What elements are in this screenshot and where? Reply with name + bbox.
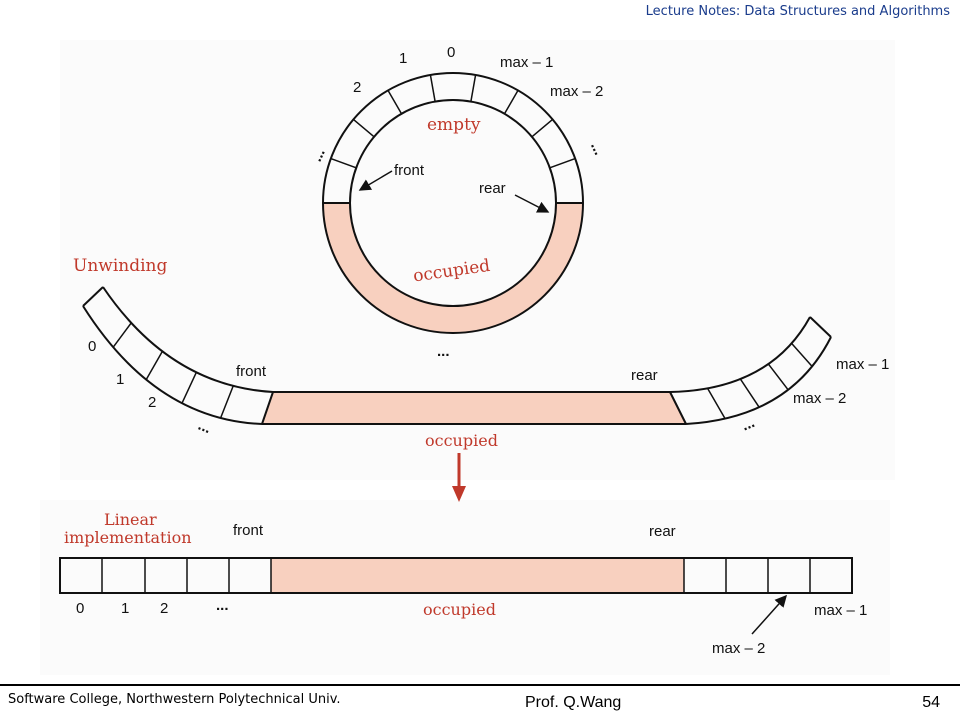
unwound-cell-divider	[181, 372, 198, 404]
transform-arrow-head	[452, 486, 466, 502]
linear-title-line1: Linear	[104, 510, 157, 529]
ring-cell-divider	[352, 118, 375, 138]
lecture-title: Lecture Notes: Data Structures and Algor…	[645, 4, 950, 19]
ring-rear-arrow	[514, 194, 550, 213]
unwound-right-end-cap	[809, 316, 832, 338]
unwound-cell-divider	[739, 378, 760, 408]
unwound-left-end-cap	[82, 286, 104, 307]
unwound-left-arc-outer	[82, 305, 263, 425]
ring-cell-divider	[531, 118, 554, 138]
ring-occupied-half	[323, 203, 583, 333]
linear-array	[59, 557, 853, 594]
ring-bottom-ellipsis: ...	[437, 343, 450, 360]
unwound-index-0: 0	[88, 338, 96, 355]
footer-institution: Software College, Northwestern Polytechn…	[8, 692, 341, 707]
linear-index-1: 1	[121, 600, 129, 617]
unwound-right-arc-inner	[669, 316, 811, 393]
unwound-index-2: 2	[148, 394, 156, 411]
unwound-max2-label: max – 2	[793, 390, 846, 407]
unwound-front-label: front	[236, 363, 267, 380]
unwound-cell-divider	[767, 363, 789, 391]
linear-max2-label: max – 2	[712, 640, 765, 657]
linear-max2-arrow	[751, 594, 788, 635]
linear-occupied-region	[271, 558, 684, 593]
footer-author: Prof. Q.Wang	[525, 694, 622, 711]
ring-cell-divider	[429, 74, 436, 102]
unwound-right-ellipsis: ...	[739, 414, 757, 434]
unwound-right-arc-outer	[685, 336, 832, 425]
linear-index-2: 2	[160, 600, 168, 617]
unwinding-title: Unwinding	[73, 256, 167, 276]
circular-queue-diagram: 2 1 0 max – 1 max – 2 empty occupied fro…	[59, 44, 890, 657]
unwound-rear-boundary	[669, 391, 687, 425]
unwound-rear-label: rear	[631, 367, 658, 384]
ring-index-1: 1	[399, 50, 407, 67]
linear-rear-label: rear	[649, 523, 676, 540]
unwound-left-ellipsis: ...	[196, 417, 214, 437]
linear-ellipsis: ...	[216, 597, 229, 614]
linear-front-label: front	[233, 522, 264, 539]
ring-empty-label: empty	[427, 115, 481, 135]
ring-cell-divider	[330, 157, 357, 169]
unwound-cell-divider	[219, 385, 234, 419]
ring-index-0: 0	[447, 44, 455, 61]
linear-array-outline	[59, 557, 853, 594]
unwound-occupied-band	[262, 392, 686, 424]
circular-ring	[322, 72, 584, 334]
ring-cell-divider	[387, 90, 403, 115]
linear-title-line2: implementation	[64, 528, 192, 547]
unwound-front-boundary	[261, 391, 274, 425]
unwound-cell-divider	[706, 387, 726, 419]
ring-cell-divider	[549, 157, 576, 169]
unwound-cell-dividers	[112, 322, 813, 419]
ring-index-2: 2	[353, 79, 361, 96]
ring-index-max-2: max – 2	[550, 83, 603, 100]
ring-index-max-1: max – 1	[500, 54, 553, 71]
ring-front-arrow	[358, 170, 393, 191]
unwound-occupied-label: occupied	[425, 431, 498, 450]
unwound-cell-divider	[145, 350, 164, 380]
linear-index-0: 0	[76, 600, 84, 617]
ring-rear-label: rear	[479, 180, 506, 197]
ring-front-label: front	[394, 162, 425, 179]
linear-max1-label: max – 1	[814, 602, 867, 619]
footer-page-number: 54	[922, 694, 940, 711]
unwound-max1-label: max – 1	[836, 356, 889, 373]
linear-cell-dividers	[101, 558, 811, 593]
unwound-index-1: 1	[116, 371, 124, 388]
footer-divider	[0, 684, 960, 686]
linear-occupied-label: occupied	[423, 600, 496, 619]
ring-cell-divider	[503, 90, 519, 115]
unwound-cell-divider	[791, 342, 813, 367]
unwound-strip	[82, 286, 832, 425]
unwound-left-arc-inner	[102, 286, 274, 393]
ring-cell-divider	[470, 74, 477, 102]
ring-cell-dividers	[323, 74, 583, 204]
unwound-cell-divider	[112, 322, 132, 348]
